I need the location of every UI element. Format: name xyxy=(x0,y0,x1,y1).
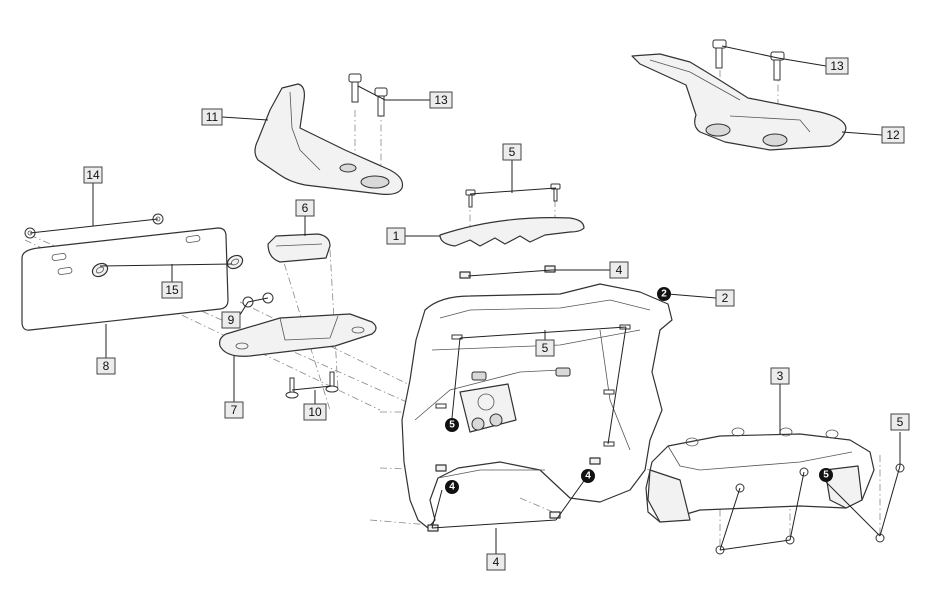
callout-5-body: 5 xyxy=(535,339,555,357)
callout-2: 2 xyxy=(715,289,735,307)
leader-lines xyxy=(29,45,901,554)
callout-4-bottom: 4 xyxy=(486,553,506,571)
callout-13-right: 13 xyxy=(825,57,849,75)
bolts-part-13-left xyxy=(348,73,388,117)
callout-label: 2 xyxy=(722,291,729,305)
badge-4-left: 4 xyxy=(445,480,459,494)
callout-label: 14 xyxy=(86,168,100,182)
license-plate-part-8 xyxy=(21,227,229,331)
callout-label: 5 xyxy=(897,415,904,429)
callout-9: 9 xyxy=(221,311,241,329)
callout-label: 11 xyxy=(206,110,219,124)
callout-7: 7 xyxy=(224,401,244,419)
badge-label: 5 xyxy=(823,470,829,481)
trim-strip-part-1 xyxy=(439,217,585,247)
callout-5-top: 5 xyxy=(502,143,522,161)
plate-bracket-part-7 xyxy=(219,313,377,357)
callout-label: 13 xyxy=(830,59,844,73)
callout-label: 3 xyxy=(777,369,784,383)
callout-label: 7 xyxy=(231,403,238,417)
callout-label: 13 xyxy=(434,93,448,107)
badge-label: 2 xyxy=(661,289,667,300)
badge-2: 2 xyxy=(657,287,671,301)
screws-part-5-top xyxy=(465,183,561,208)
lower-panel-part-3 xyxy=(645,427,875,523)
callout-5-right: 5 xyxy=(890,413,910,431)
callout-14: 14 xyxy=(83,166,103,184)
grab-handle-part-11 xyxy=(254,83,404,195)
tail-light-part-6 xyxy=(267,233,331,263)
callout-3: 3 xyxy=(770,367,790,385)
callout-1: 1 xyxy=(386,227,406,245)
callout-4-top: 4 xyxy=(609,261,629,279)
callout-label: 12 xyxy=(886,128,900,142)
badge-label: 5 xyxy=(449,420,455,431)
badge-4-right: 4 xyxy=(581,469,595,483)
plate-grommets-part-15 xyxy=(91,254,244,278)
callout-8: 8 xyxy=(96,357,116,375)
callout-label: 15 xyxy=(165,283,179,297)
callout-label: 4 xyxy=(493,555,500,569)
bolts-part-10 xyxy=(285,371,339,399)
rear-fender-part-2 xyxy=(401,283,673,529)
badge-label: 4 xyxy=(585,471,591,482)
callout-10: 10 xyxy=(303,403,327,421)
callout-label: 6 xyxy=(302,201,309,215)
callout-label: 8 xyxy=(103,359,110,373)
callout-15: 15 xyxy=(161,281,183,299)
rear-rack-part-12 xyxy=(631,53,847,151)
callout-label: 9 xyxy=(228,313,235,327)
callout-13-left: 13 xyxy=(429,91,453,109)
callout-label: 1 xyxy=(393,229,400,243)
callout-12: 12 xyxy=(881,126,905,144)
callout-6: 6 xyxy=(295,199,315,217)
callout-label: 10 xyxy=(308,405,322,419)
callout-label: 5 xyxy=(542,341,549,355)
badge-label: 4 xyxy=(449,482,455,493)
badge-5-left: 5 xyxy=(445,418,459,432)
clips-part-4-top xyxy=(459,265,556,279)
callout-11: 11 xyxy=(201,108,223,126)
badge-5-right: 5 xyxy=(819,468,833,482)
callout-label: 5 xyxy=(509,145,516,159)
callout-label: 4 xyxy=(616,263,623,277)
